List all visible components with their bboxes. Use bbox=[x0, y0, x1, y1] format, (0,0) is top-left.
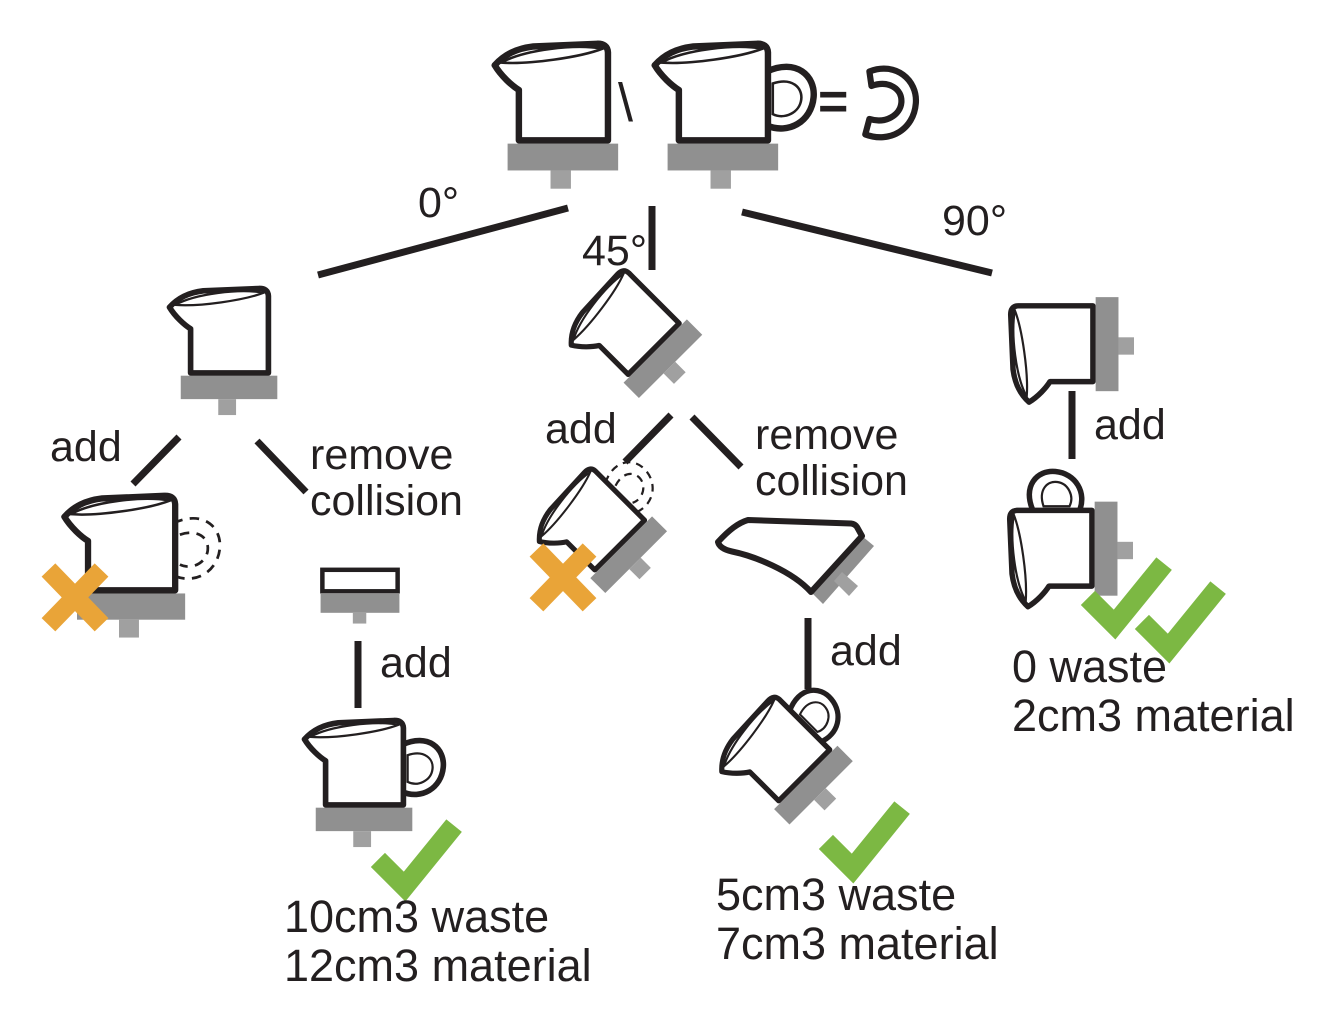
handle-icon bbox=[856, 60, 922, 147]
branch-label-45deg: 45° bbox=[582, 227, 648, 275]
branch-label-0deg: 0° bbox=[418, 179, 460, 227]
material-amount: 7cm3 material bbox=[716, 918, 999, 969]
collision-removed-wedge-icon bbox=[708, 500, 878, 620]
set-difference-operator: \ bbox=[618, 73, 634, 133]
edge-label-0deg-add: add bbox=[50, 423, 122, 471]
edge-0deg-add bbox=[130, 434, 182, 487]
edge-label-90deg-add: add bbox=[1094, 401, 1166, 449]
collision-removed-sliver-icon bbox=[317, 566, 403, 622]
waste-amount: 5cm3 waste bbox=[716, 869, 957, 920]
edge-label-line1: remove bbox=[755, 411, 899, 459]
edge-label-0deg-add2: add bbox=[380, 639, 452, 687]
edge-label-line1: remove bbox=[310, 431, 454, 479]
material-amount: 2cm3 material bbox=[1012, 690, 1295, 741]
material-amount: 12cm3 material bbox=[284, 940, 592, 991]
edge-label-0deg-remove-collision: remove collision bbox=[310, 432, 463, 525]
edge-0deg-remove-collision bbox=[254, 438, 309, 495]
waste-amount: 10cm3 waste bbox=[284, 891, 550, 942]
pitcher-with-handle-icon bbox=[646, 32, 818, 193]
result-text-45deg: 5cm3 waste 7cm3 material bbox=[716, 870, 999, 968]
waste-amount: 0 waste bbox=[1012, 641, 1168, 692]
edge-45deg-remove-collision bbox=[689, 414, 744, 470]
fail-cross-icon bbox=[40, 560, 110, 633]
edge-90deg bbox=[741, 208, 993, 277]
result-text-90deg: 0 waste 2cm3 material bbox=[1012, 642, 1295, 740]
success-check-icon bbox=[818, 800, 910, 880]
edge-label-line2: collision bbox=[755, 457, 908, 506]
edge-45deg-add bbox=[622, 412, 674, 465]
branch-label-90deg: 90° bbox=[942, 197, 1008, 245]
pitcher-0deg-icon bbox=[162, 278, 312, 419]
edge-label-45deg-add2: add bbox=[830, 627, 902, 675]
equals-sign: = bbox=[818, 73, 849, 131]
edge-label-line2: collision bbox=[310, 477, 463, 526]
result-text-0deg: 10cm3 waste 12cm3 material bbox=[284, 892, 592, 990]
fail-cross-icon bbox=[528, 540, 598, 613]
edge-label-45deg-remove-collision: remove collision bbox=[755, 412, 908, 505]
edge-0deg bbox=[317, 204, 569, 279]
success-check-icon bbox=[370, 818, 462, 898]
edge-label-45deg-add: add bbox=[545, 405, 617, 453]
